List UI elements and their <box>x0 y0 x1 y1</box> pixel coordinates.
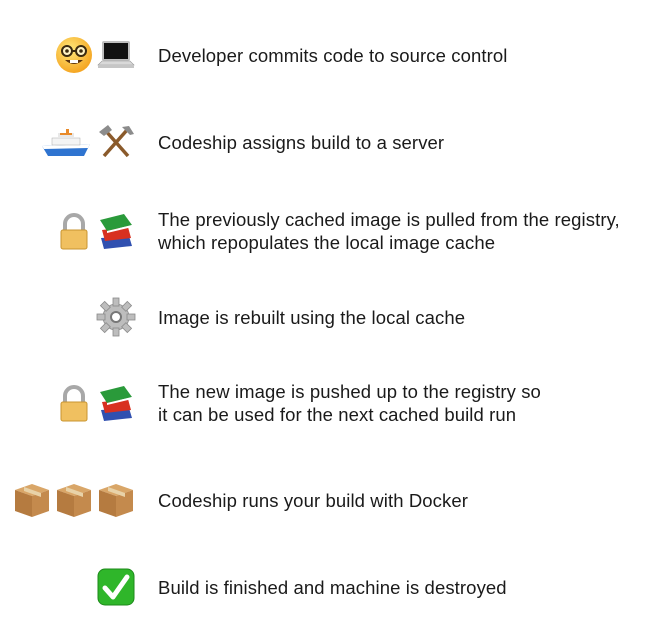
step-text-line: Image is rebuilt using the local cache <box>158 306 466 328</box>
step-description: The new image is pushed up to the regist… <box>158 380 541 426</box>
step-text-line: it can be used for the next cached build… <box>158 404 517 425</box>
step-icons <box>0 297 136 337</box>
package-icon <box>96 480 136 520</box>
step-pull-cache: The previously cached image is pulled fr… <box>0 208 656 254</box>
step-text-line: Codeship assigns build to a server <box>158 131 445 153</box>
step-text-line: Developer commits code to source control <box>158 44 508 66</box>
step-description: Developer commits code to source control <box>158 44 507 67</box>
laptop-icon <box>96 35 136 75</box>
step-icons <box>0 35 136 75</box>
lock-icon <box>54 211 94 251</box>
step-text-line: Build is finished and machine is destroy… <box>158 576 507 598</box>
step-finished: Build is finished and machine is destroy… <box>0 567 656 607</box>
step-text-line: The new image is pushed up to the regist… <box>158 381 541 402</box>
step-push-image: The new image is pushed up to the regist… <box>0 380 656 426</box>
step-description: Build is finished and machine is destroy… <box>158 576 507 599</box>
books-icon <box>96 383 136 423</box>
step-docker-build: Codeship runs your build with Docker <box>0 480 656 520</box>
step-assign-server: Codeship assigns build to a server <box>0 122 656 162</box>
step-text-line: Codeship runs your build with Docker <box>158 489 469 511</box>
lock-icon <box>54 383 94 423</box>
step-description: Codeship runs your build with Docker <box>158 489 468 512</box>
step-description: Image is rebuilt using the local cache <box>158 306 465 329</box>
package-icon <box>12 480 52 520</box>
check-mark-icon <box>96 567 136 607</box>
step-rebuild: Image is rebuilt using the local cache <box>0 297 656 337</box>
step-icons <box>0 211 136 251</box>
step-icons <box>0 383 136 423</box>
books-icon <box>96 211 136 251</box>
gear-icon <box>96 297 136 337</box>
hammer-and-pick-icon <box>96 122 136 162</box>
package-icon <box>54 480 94 520</box>
step-description: Codeship assigns build to a server <box>158 131 444 154</box>
step-icons <box>0 480 136 520</box>
step-text-line: which repopulates the local image cache <box>158 232 496 253</box>
step-icons <box>0 567 136 607</box>
step-text-line: The previously cached image is pulled fr… <box>158 209 620 230</box>
step-icons <box>0 122 136 162</box>
nerd-face-icon <box>54 35 94 75</box>
ship-icon <box>40 122 94 162</box>
step-commit: Developer commits code to source control <box>0 35 656 75</box>
step-description: The previously cached image is pulled fr… <box>158 208 620 254</box>
